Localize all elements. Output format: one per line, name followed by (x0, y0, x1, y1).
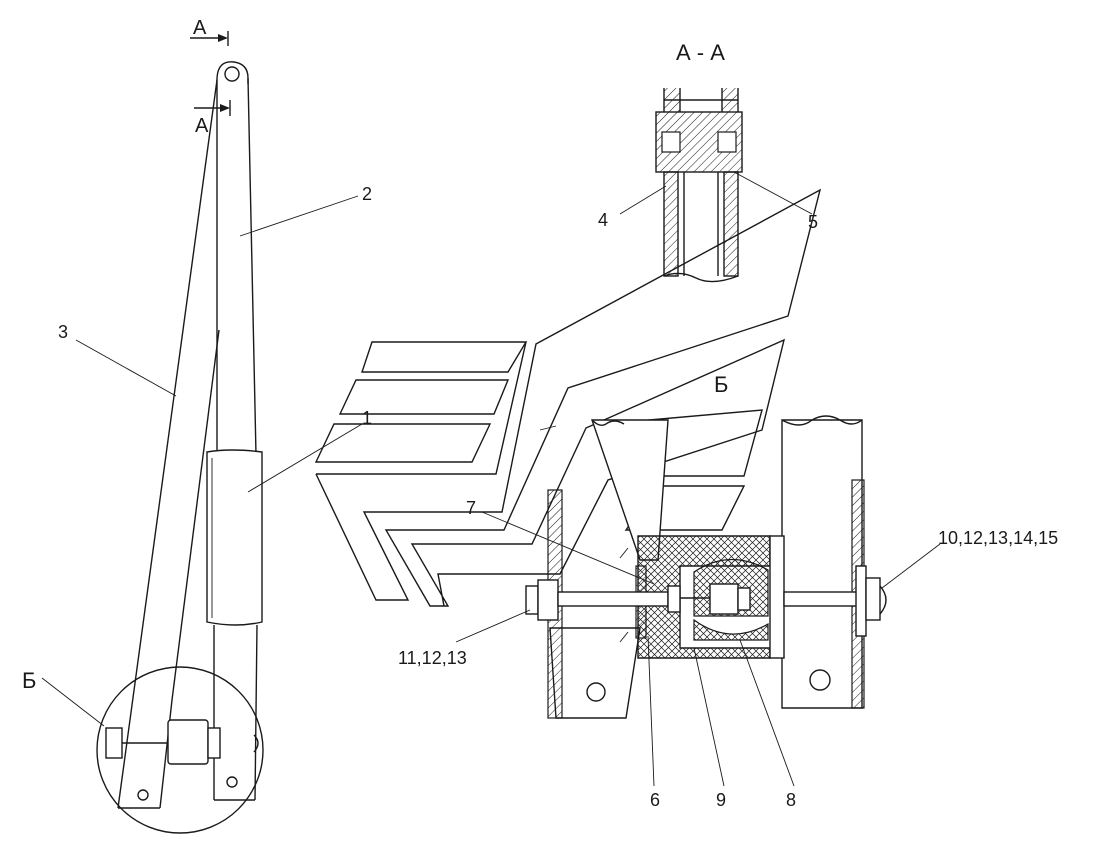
section-arrow-top (190, 31, 229, 46)
callout-7: 7 (466, 498, 476, 518)
callout-8: 8 (786, 790, 796, 810)
callout-2: 2 (362, 184, 372, 204)
bolt-assembly (525, 547, 751, 643)
detail-label-b: Б (22, 668, 36, 693)
callout-6: 6 (650, 790, 660, 810)
sleeve-part-1 (206, 449, 263, 626)
left-bracket (547, 419, 669, 719)
callout-11: 11,12,13 (398, 648, 467, 668)
section-aa-view (655, 88, 743, 283)
callout-3: 3 (58, 322, 68, 342)
detail-circle-b (96, 666, 264, 834)
leader-lines-detail (455, 511, 941, 787)
callout-4: 4 (598, 210, 608, 230)
callout-5: 5 (808, 212, 818, 232)
rod-part-2 (216, 77, 257, 456)
callout-10: 10,12,13,14,15 (938, 528, 1058, 548)
brace-part-3 (117, 79, 220, 809)
leader-lines-left (75, 195, 363, 493)
callout-9: 9 (716, 790, 726, 810)
frame-outline (314, 188, 822, 607)
lower-rod (213, 624, 258, 801)
section-mark-bottom: А (195, 115, 209, 137)
section-mark-top: А (193, 17, 207, 39)
right-bracket (769, 415, 887, 709)
section-title-aa: А - А (676, 40, 725, 65)
strut-assembly: А А (22, 17, 264, 834)
section-arrow-bottom (194, 100, 231, 116)
detail-title-b: Б (714, 372, 728, 397)
top-eye (216, 61, 249, 84)
callout-1: 1 (362, 408, 372, 428)
